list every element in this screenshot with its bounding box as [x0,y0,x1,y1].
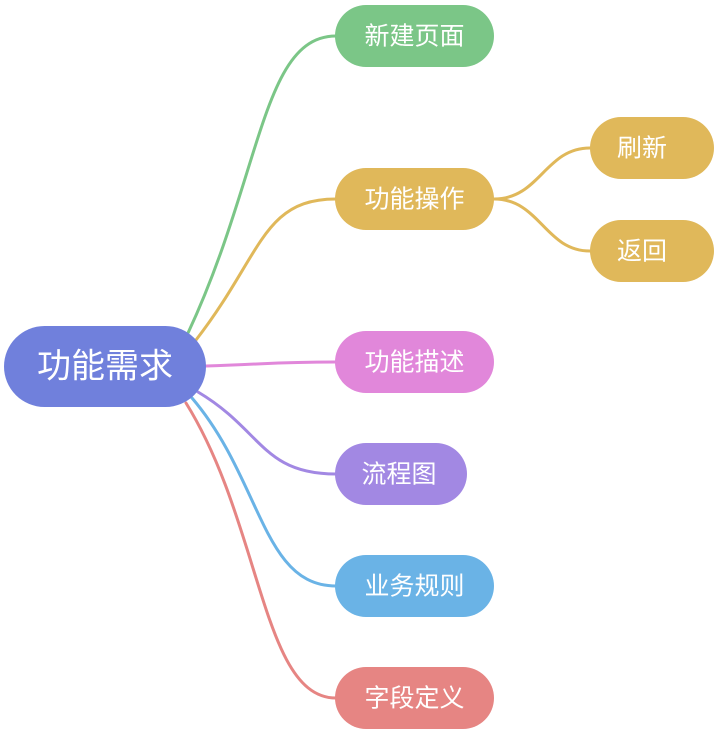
root-node-pill [4,326,206,407]
branch-node-pill [335,168,494,230]
branch-node-business-rules[interactable]: 业务规则 [335,555,494,617]
leaf-node-label: 返回 [617,237,667,266]
branch-node-description[interactable]: 功能描述 [335,331,494,393]
root-node-label: 功能需求 [37,347,173,387]
branch-node-label: 功能描述 [364,348,464,377]
branch-node-pill [335,555,494,617]
connector-root-to-branch-2 [204,360,338,368]
connector-root-to-branch-3 [196,390,338,476]
connector-branch-1-to-child-1 [492,197,592,253]
leaf-node-label: 刷新 [617,134,667,163]
connector-branch-1-to-child-0 [492,146,592,201]
leaf-node-pill [590,117,714,179]
branch-node-pill [335,5,494,67]
root-node[interactable]: 功能需求 [4,326,206,407]
branch-node-pill [335,443,467,505]
leaf-node-back[interactable]: 返回 [590,220,714,282]
connector-root-to-branch-4 [190,396,338,588]
branch-node-flowchart[interactable]: 流程图 [335,443,467,505]
leaf-node-pill [590,220,714,282]
connector-root-to-branch-1 [194,197,338,342]
branch-node-new-page[interactable]: 新建页面 [335,5,494,67]
connector-root-to-branch-0 [186,34,338,335]
branch-node-label: 功能操作 [364,185,464,214]
connector-root-to-branch-5 [184,401,338,700]
branch-node-label: 新建页面 [364,22,464,51]
branch-node-label: 流程图 [361,460,436,489]
branch-node-field-definition[interactable]: 字段定义 [335,667,494,729]
connectors [184,34,592,700]
branch-node-label: 业务规则 [364,572,464,601]
branch-node-pill [335,331,494,393]
leaf-node-refresh[interactable]: 刷新 [590,117,714,179]
branch-node-operations[interactable]: 功能操作 [335,168,494,230]
branch-node-label: 字段定义 [364,684,464,713]
branch-node-pill [335,667,494,729]
